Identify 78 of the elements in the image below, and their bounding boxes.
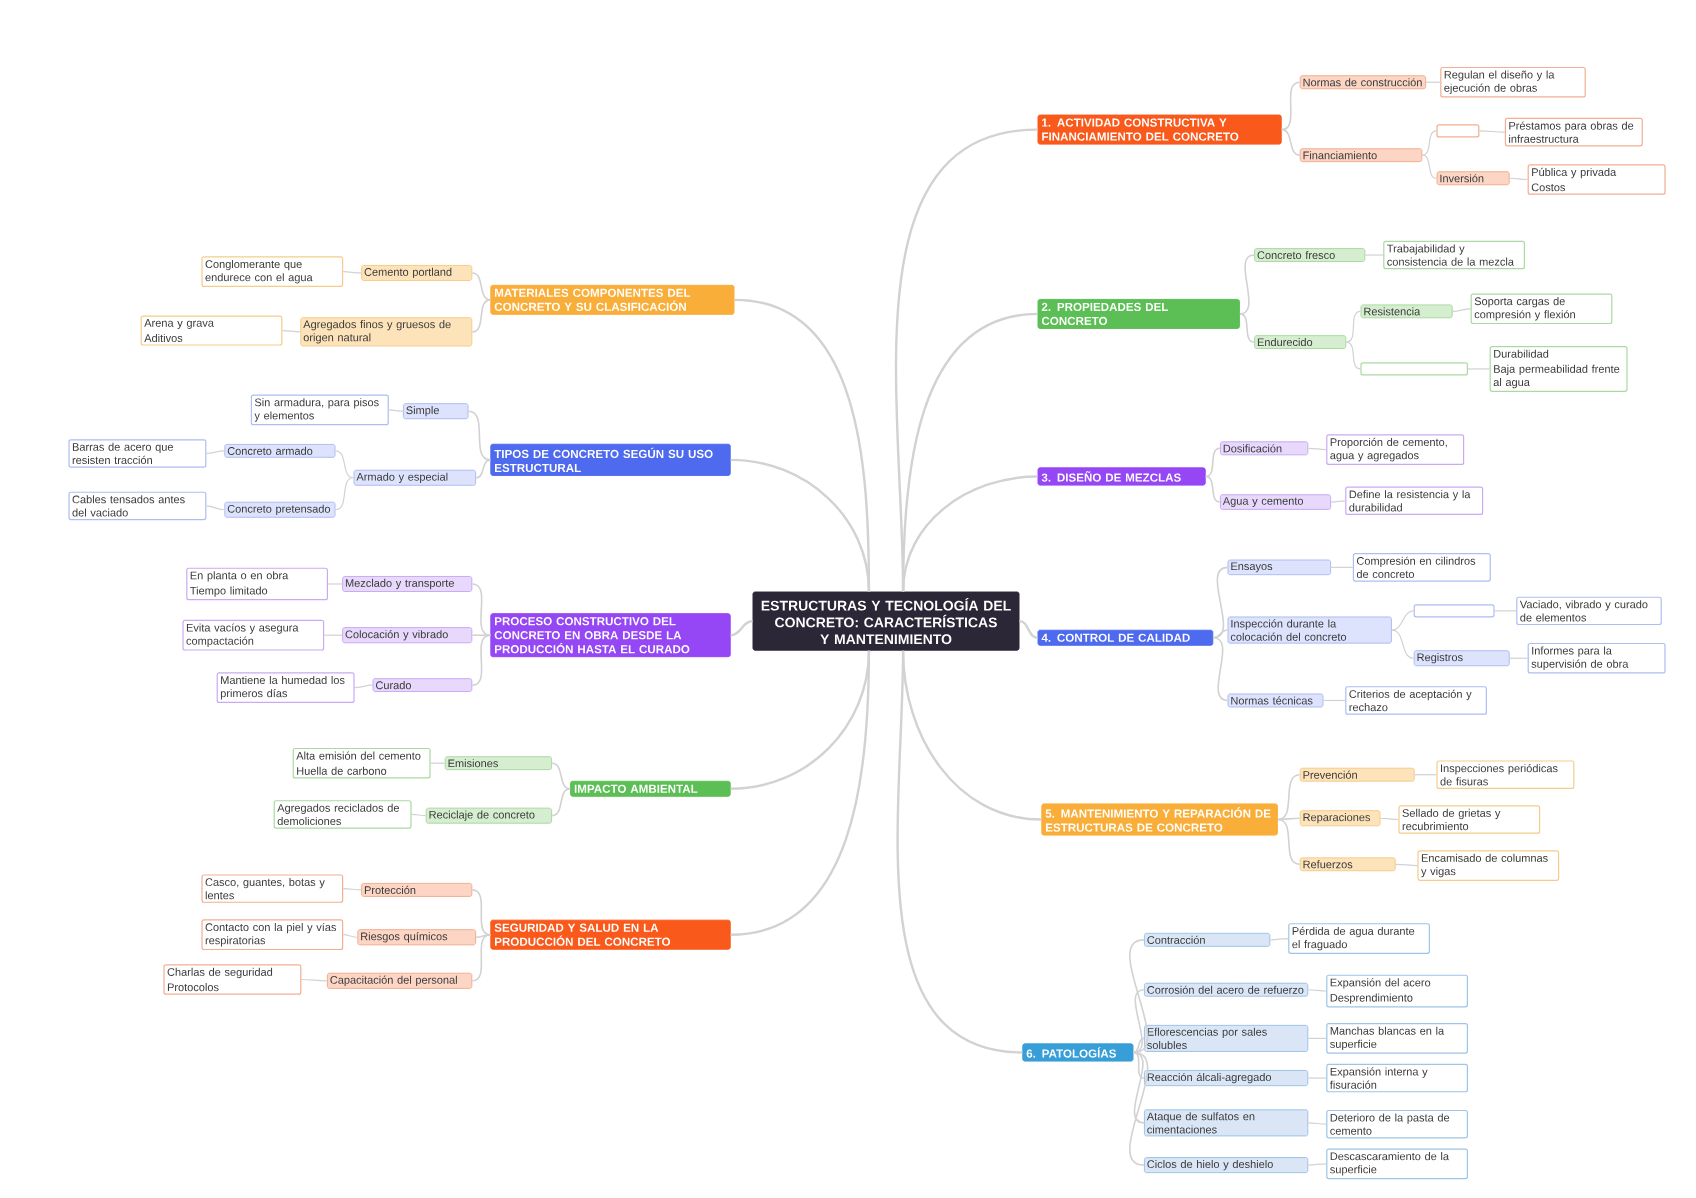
connector-line: [730, 650, 871, 790]
connector-line: [1425, 81, 1441, 83]
connector-line: [1277, 773, 1301, 821]
empty-box: [1413, 604, 1495, 618]
connector-line: [1280, 128, 1301, 156]
connector-line: [471, 272, 492, 301]
connector-line: [1322, 699, 1346, 702]
connector-line: [388, 409, 404, 412]
connector-line: [1307, 1122, 1327, 1125]
connector-line: [1129, 1051, 1149, 1166]
connector-line: [1212, 566, 1229, 639]
connector-line: [323, 634, 343, 636]
connector-line: [1132, 1051, 1145, 1079]
connector-line: [1204, 447, 1221, 478]
connector-line: [730, 458, 871, 592]
connector-line: [1132, 988, 1145, 1054]
empty-box: [1436, 124, 1480, 138]
connector-line: [1277, 818, 1301, 866]
connector-line: [1478, 130, 1506, 133]
connector-line: [1345, 341, 1361, 370]
connector-line: [334, 450, 355, 479]
connector-line: [1307, 989, 1327, 992]
connector-line: [342, 271, 362, 274]
connector-line: [471, 889, 492, 936]
connector-line: [411, 813, 427, 817]
connector-line: [730, 650, 871, 936]
connector-line: [1345, 310, 1362, 343]
connector-line: [471, 933, 492, 982]
connector-line: [205, 505, 225, 511]
connector-line: [1509, 177, 1529, 181]
connector-line: [471, 634, 492, 686]
connector-line: [1212, 636, 1229, 702]
connector-line: [354, 684, 374, 689]
connector-line: [1421, 154, 1438, 179]
connector-line: [1330, 500, 1346, 503]
connector-line: [1269, 937, 1289, 941]
connector-line: [1132, 1051, 1145, 1124]
connector-line: [205, 450, 225, 455]
connector-line: [1391, 610, 1415, 631]
connector-line: [1494, 610, 1517, 612]
connector-line: [1452, 308, 1472, 312]
connector-line: [334, 477, 355, 511]
connector-line: [281, 329, 301, 333]
connector-line: [471, 634, 492, 636]
connector-line: [467, 410, 492, 461]
connector-line: [1204, 475, 1221, 503]
connector-line: [1239, 313, 1255, 343]
connector-line: [730, 619, 753, 637]
connector-line: [1509, 657, 1529, 659]
connector-line: [1395, 863, 1418, 867]
connector-line: [1212, 629, 1229, 639]
connector-line: [471, 299, 492, 333]
empty-box: [1360, 362, 1468, 376]
connector-line: [1330, 566, 1354, 568]
connector-line: [896, 650, 1023, 1054]
connector-line: [430, 762, 446, 764]
connector-line: [1132, 1037, 1145, 1054]
connector-line: [1019, 619, 1038, 639]
connector-line: [471, 583, 492, 636]
connector-line: [475, 459, 492, 479]
connector-line: [1307, 447, 1327, 451]
connector-line: [1307, 1037, 1327, 1039]
connector-line: [1129, 939, 1149, 1054]
connector-line: [1307, 1163, 1327, 1166]
connector-line: [300, 978, 328, 982]
connector-line: [1239, 254, 1255, 315]
connector-line: [1280, 81, 1301, 131]
connector-line: [551, 762, 571, 790]
connector-line: [551, 788, 571, 817]
connector-line: [342, 888, 362, 891]
connector-line: [1414, 774, 1437, 776]
connector-line: [1391, 629, 1415, 659]
connector-line: [901, 475, 1038, 592]
connector-line: [1277, 817, 1301, 821]
connector-line: [475, 933, 492, 939]
connector-line: [1379, 817, 1399, 821]
connector-line: [1421, 130, 1437, 156]
connector-line: [342, 934, 358, 938]
